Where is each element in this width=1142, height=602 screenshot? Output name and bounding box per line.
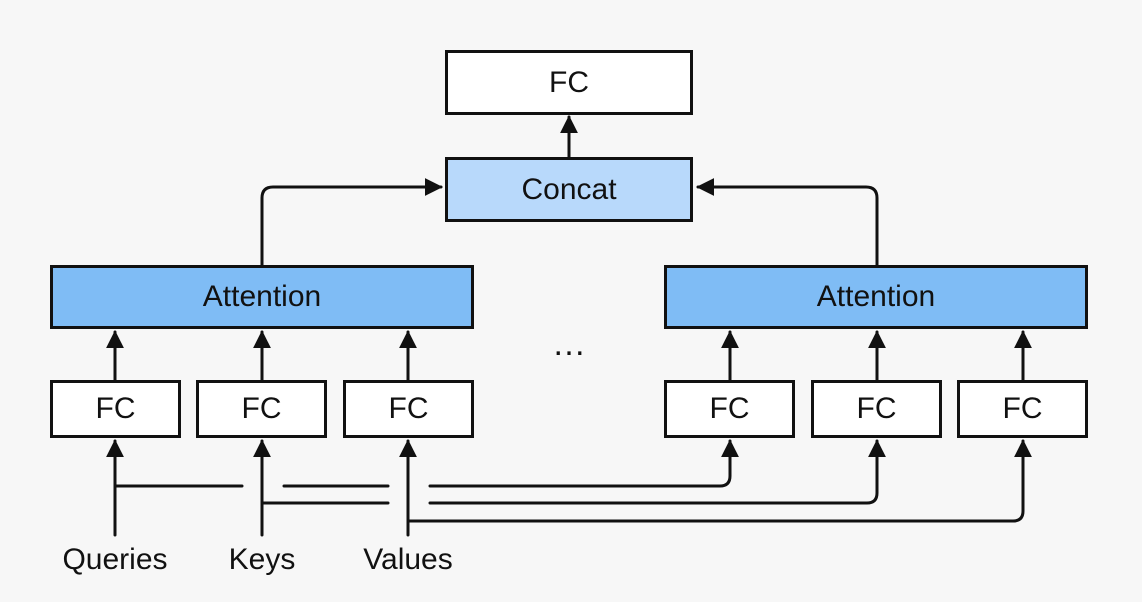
- attention-box-left: Attention: [50, 265, 474, 329]
- wire-keys-branch-b: [428, 439, 886, 505]
- fc-label: FC: [1002, 392, 1043, 425]
- fc-box-keys-right: FC: [811, 380, 942, 438]
- queries-label: Queries: [62, 543, 168, 576]
- arrow-attention-left-to-concat: [260, 178, 443, 267]
- fc-box-queries-right: FC: [664, 380, 795, 438]
- fc-box-keys-left: FC: [196, 380, 327, 438]
- values-label: Values: [363, 543, 453, 576]
- wire-values-branch: [406, 439, 1032, 523]
- output-fc-box: FC: [445, 50, 693, 115]
- fc-label: FC: [856, 392, 897, 425]
- output-fc-label: FC: [549, 65, 589, 99]
- ellipsis: …: [552, 325, 588, 363]
- wire-queries-branch-c: [428, 439, 739, 488]
- attention-box-right: Attention: [664, 265, 1088, 329]
- keys-label: Keys: [228, 543, 296, 576]
- attention-label-left: Attention: [202, 280, 322, 313]
- concat-box: Concat: [445, 157, 693, 222]
- fc-label: FC: [95, 392, 136, 425]
- fc-label: FC: [241, 392, 282, 425]
- concat-label: Concat: [521, 172, 617, 206]
- fc-box-values-left: FC: [343, 380, 474, 438]
- arrow-attention-right-to-concat: [696, 178, 879, 267]
- attention-label-right: Attention: [816, 280, 936, 313]
- fc-label: FC: [388, 392, 429, 425]
- fc-box-values-right: FC: [957, 380, 1088, 438]
- fc-label: FC: [709, 392, 750, 425]
- fc-box-queries-left: FC: [50, 380, 181, 438]
